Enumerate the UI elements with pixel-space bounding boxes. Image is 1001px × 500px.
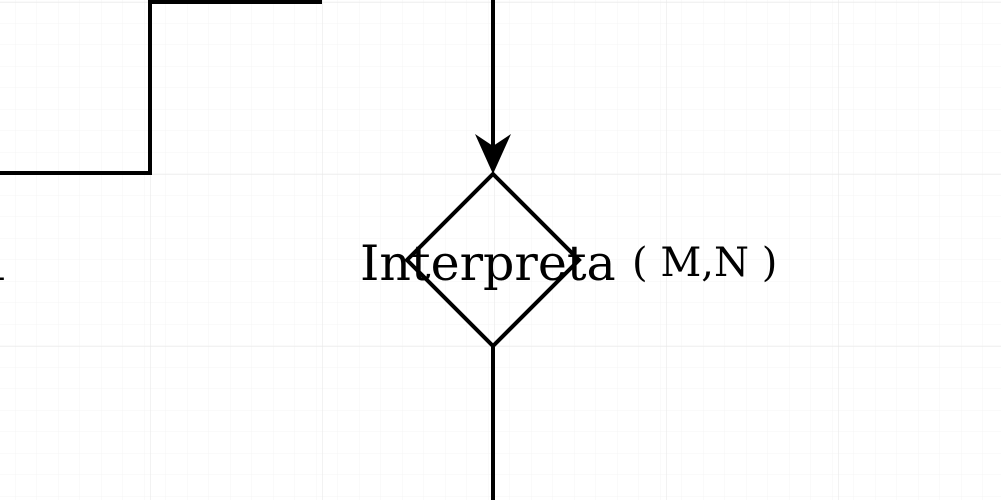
arrowhead-icon	[475, 134, 511, 174]
decision-label: Interpreta	[360, 235, 616, 292]
connector-step-line[interactable]	[0, 0, 322, 175]
left-node-label-fragment: a	[0, 239, 5, 288]
decision-params-label: ( M,N )	[632, 240, 778, 286]
